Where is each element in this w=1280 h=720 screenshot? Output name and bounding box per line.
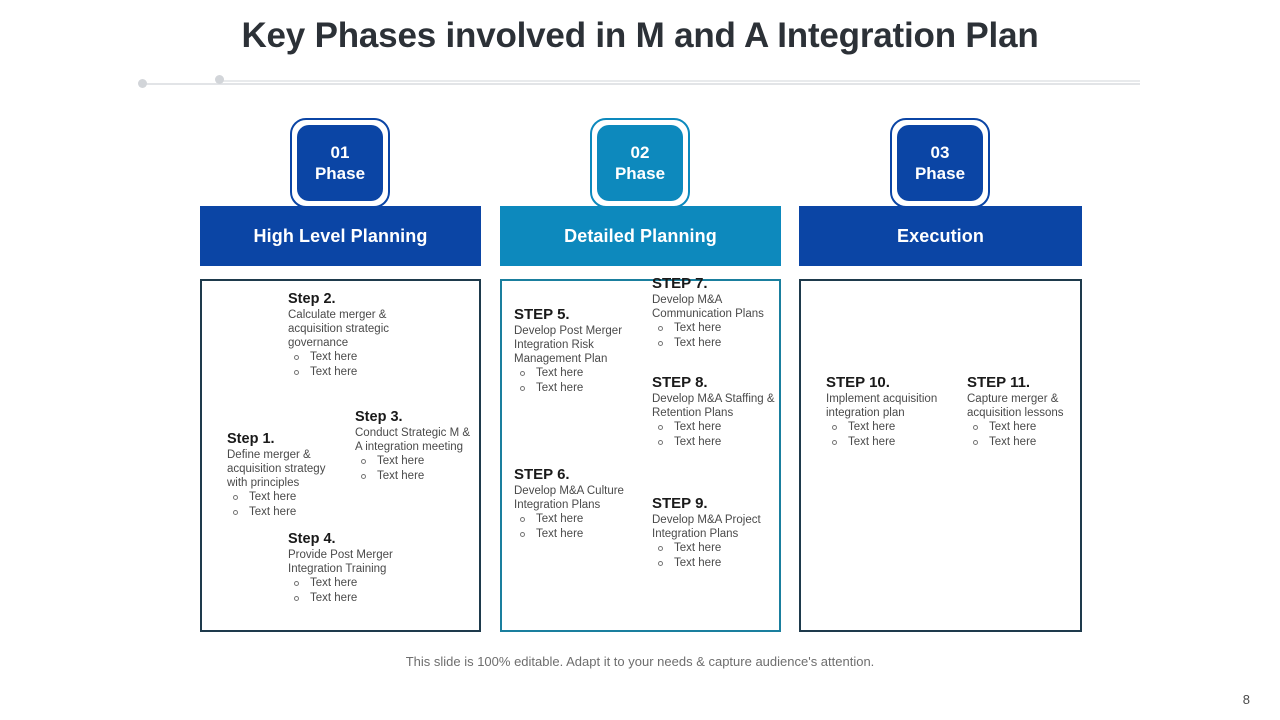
divider-dot-icon [215, 75, 224, 84]
step-block-9: STEP 9. Develop M&A Project Integration … [652, 495, 778, 570]
step-title: STEP 9. [652, 495, 708, 512]
step-title: Step 4. [288, 531, 336, 547]
step-block-3: Step 3. Conduct Strategic M & A integrat… [355, 409, 475, 483]
phase-number: 01 [330, 143, 350, 162]
step-title: STEP 11. [967, 374, 1031, 391]
phase-header-detailed-planning[interactable]: Detailed Planning [500, 206, 781, 266]
step-block-1: Step 1. Define merger & acquisition stra… [227, 431, 345, 519]
step-title: STEP 8. [652, 374, 708, 391]
step-bullet-list: Text here Text here [514, 512, 634, 541]
step-title: Step 1. [227, 431, 275, 447]
step-description: Calculate merger & acquisition strategic… [288, 309, 389, 349]
step-bullet: Text here [288, 350, 413, 365]
step-description: Develop M&A Culture Integration Plans [514, 485, 624, 511]
phase-badge-03[interactable]: 03 Phase [890, 118, 990, 208]
phase-badge-02[interactable]: 02 Phase [590, 118, 690, 208]
phase-word: Phase [314, 164, 366, 183]
step-bullet: Text here [967, 435, 1079, 450]
step-title: STEP 10. [826, 374, 890, 391]
step-bullet: Text here [652, 420, 778, 435]
step-bullet-list: Text here Text here [288, 350, 413, 379]
phase-badge-01[interactable]: 01 Phase [290, 118, 390, 208]
step-description: Define merger & acquisition strategy wit… [227, 449, 326, 489]
step-description: Conduct Strategic M & A integration meet… [355, 427, 471, 453]
phase-card-2: STEP 5. Develop Post Merger Integration … [500, 275, 781, 632]
step-bullet: Text here [355, 469, 475, 484]
step-bullet: Text here [514, 366, 642, 381]
step-bullet: Text here [514, 381, 642, 396]
step-bullet: Text here [967, 420, 1079, 435]
step-bullet: Text here [652, 336, 778, 351]
step-block-10: STEP 10. Implement acquisition integrati… [826, 374, 938, 449]
step-block-2: Step 2. Calculate merger & acquisition s… [288, 291, 413, 379]
step-bullet: Text here [288, 365, 413, 380]
title-divider-line [140, 83, 1140, 85]
step-bullet: Text here [652, 321, 778, 336]
step-bullet-list: Text here Text here [967, 420, 1079, 449]
phase-badge-inner: 03 Phase [897, 125, 983, 201]
page-number: 8 [1242, 692, 1250, 707]
step-bullet-list: Text here Text here [288, 576, 423, 605]
phase-badge-inner: 02 Phase [597, 125, 683, 201]
phase-number: 03 [930, 143, 950, 162]
page-title: Key Phases involved in M and A Integrati… [241, 16, 1039, 55]
step-title: Step 2. [288, 291, 336, 307]
step-bullet-list: Text here Text here [227, 490, 345, 519]
step-bullet-list: Text here Text here [355, 454, 475, 483]
step-bullet: Text here [227, 505, 345, 520]
step-bullet-list: Text here Text here [652, 420, 778, 449]
step-description: Capture merger & acquisition lessons [967, 393, 1064, 419]
step-bullet: Text here [514, 512, 634, 527]
step-bullet-list: Text here Text here [652, 541, 778, 570]
step-block-5: STEP 5. Develop Post Merger Integration … [514, 306, 642, 395]
step-block-8: STEP 8. Develop M&A Staffing & Retention… [652, 374, 778, 449]
phase-word: Phase [914, 164, 966, 183]
step-block-7: STEP 7. Develop M&A Communication Plans … [652, 275, 778, 350]
footer-note: This slide is 100% editable. Adapt it to… [405, 654, 875, 669]
step-bullet: Text here [288, 576, 423, 591]
step-block-11: STEP 11. Capture merger & acquisition le… [967, 374, 1079, 449]
step-title: Step 3. [355, 409, 403, 425]
step-description: Develop Post Merger Integration Risk Man… [514, 325, 623, 365]
step-bullet-list: Text here Text here [652, 321, 778, 350]
phase-header-label: Detailed Planning [564, 225, 717, 246]
phase-card-3: STEP 10. Implement acquisition integrati… [799, 279, 1082, 632]
phase-word: Phase [614, 164, 666, 183]
step-bullet: Text here [514, 527, 634, 542]
title-divider-line-secondary [218, 80, 1140, 82]
step-title: STEP 5. [514, 306, 570, 323]
step-description: Implement acquisition integration plan [826, 393, 938, 419]
step-bullet: Text here [826, 435, 938, 450]
phase-badge-inner: 01 Phase [297, 125, 383, 201]
phase-card-1: Step 2. Calculate merger & acquisition s… [200, 279, 481, 632]
phase-header-high-level-planning[interactable]: High Level Planning [200, 206, 481, 266]
step-bullet: Text here [652, 435, 778, 450]
step-bullet: Text here [652, 541, 778, 556]
step-description: Develop M&A Staffing & Retention Plans [652, 393, 775, 419]
phase-header-label: Execution [897, 225, 984, 246]
step-bullet-list: Text here Text here [826, 420, 938, 449]
step-bullet: Text here [288, 591, 423, 606]
step-description: Provide Post Merger Integration Training [288, 549, 393, 575]
step-block-6: STEP 6. Develop M&A Culture Integration … [514, 466, 634, 541]
step-description: Develop M&A Project Integration Plans [652, 514, 761, 540]
step-bullet: Text here [652, 556, 778, 571]
divider-dot-icon [138, 79, 147, 88]
step-title: STEP 7. [652, 275, 708, 292]
step-bullet: Text here [826, 420, 938, 435]
step-bullet: Text here [355, 454, 475, 469]
step-bullet-list: Text here Text here [514, 366, 642, 395]
phase-number: 02 [630, 143, 650, 162]
phase-header-execution[interactable]: Execution [799, 206, 1082, 266]
step-title: STEP 6. [514, 466, 570, 483]
step-description: Develop M&A Communication Plans [652, 294, 764, 320]
step-block-4: Step 4. Provide Post Merger Integration … [288, 531, 423, 605]
phase-header-label: High Level Planning [253, 225, 428, 246]
step-bullet: Text here [227, 490, 345, 505]
